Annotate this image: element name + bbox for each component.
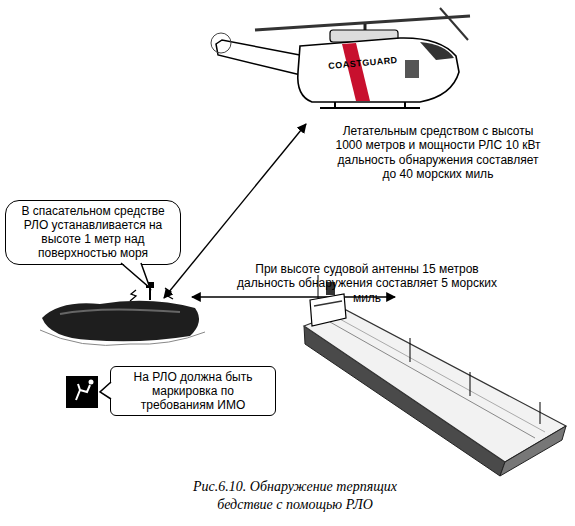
helicopter (211, 8, 470, 108)
fuselage (298, 38, 459, 102)
bow (500, 426, 566, 476)
node-text: В спасательном средстве РЛО устанавливае… (12, 204, 174, 261)
range-note: При высоте судовой антенны 15 метров дал… (236, 262, 498, 305)
note-box: На РЛО должна быть маркировка по требова… (110, 366, 276, 416)
tanker-ship (304, 275, 566, 476)
deck-pipe (330, 322, 535, 438)
hull-marking: COASTGUARD (318, 54, 409, 73)
landing-gear (404, 102, 406, 108)
callout-bubble: В спасательном средстве РЛО устанавливае… (5, 200, 181, 265)
deck (304, 310, 566, 462)
signal-spark (165, 288, 173, 299)
water-line (40, 330, 205, 345)
node-text: На РЛО должна быть маркировка по требова… (117, 370, 269, 412)
radar-reflector (146, 282, 154, 288)
mast (470, 372, 471, 396)
main-rotor (440, 8, 468, 40)
mast (540, 402, 541, 424)
callout-tail (121, 262, 150, 288)
deck-pipe (338, 318, 545, 432)
mast (410, 338, 411, 362)
signal-spark (130, 290, 136, 301)
superstructure (310, 294, 346, 326)
tail-rotor (211, 33, 231, 53)
callout-tail (100, 382, 112, 399)
red-stripe (342, 43, 370, 101)
main-rotor (255, 16, 470, 30)
callout-tail (121, 263, 150, 288)
callout-tail (100, 382, 111, 399)
bridge-windows (314, 301, 342, 306)
icon-figure (89, 380, 94, 385)
range-note: Летательным средством с высоты 1000 метр… (332, 124, 544, 182)
door-window (405, 60, 419, 78)
icon-figure (76, 384, 90, 400)
cockpit-window (420, 42, 454, 60)
icon-square (66, 376, 98, 408)
marking-icon (66, 376, 98, 408)
radar-reflector (149, 286, 151, 300)
tail-boom (216, 40, 305, 76)
raft-rim (60, 309, 180, 314)
liferaft (40, 282, 205, 345)
figure-caption: Рис.6.10. Обнаружение терпящих бедствие … (170, 478, 420, 513)
raft-body (42, 301, 199, 342)
landing-gear (334, 102, 336, 108)
